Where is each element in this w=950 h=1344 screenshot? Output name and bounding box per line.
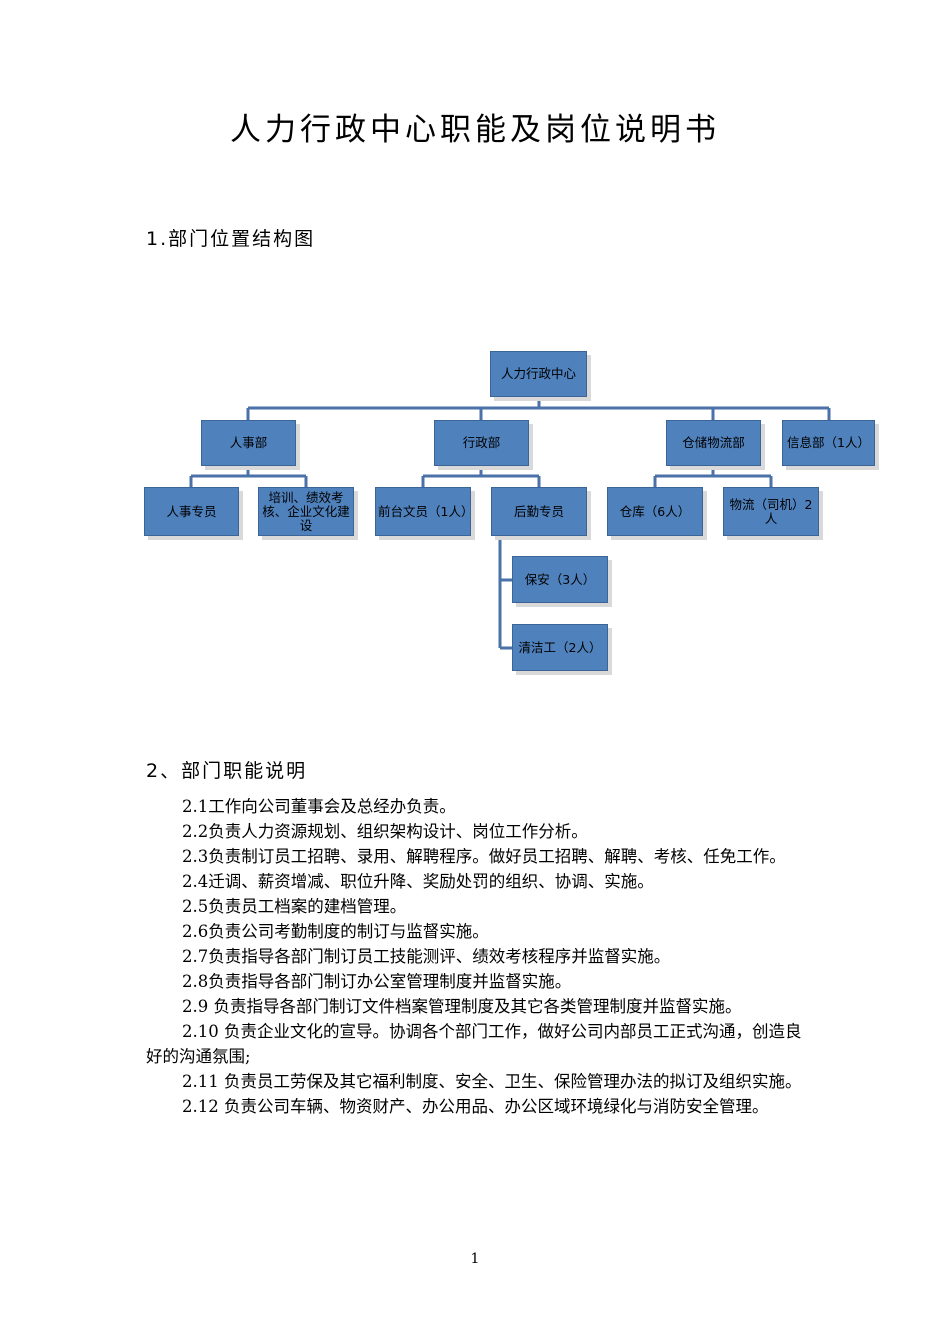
org-node-cleaner: 清洁工（2人） [512, 624, 608, 671]
org-node-logistics: 后勤专员 [491, 487, 587, 536]
org-node-training: 培训、绩效考核、企业文化建设 [258, 487, 354, 536]
function-item: 2.2负责人力资源规划、组织架构设计、岗位工作分析。 [182, 822, 588, 841]
page-number: 1 [470, 1251, 480, 1267]
function-item: 2.4迁调、薪资增减、职位升降、奖励处罚的组织、协调、实施。 [182, 872, 654, 891]
org-node-root: 人力行政中心 [490, 351, 587, 397]
document-title: 人力行政中心职能及岗位说明书 [230, 112, 720, 148]
function-item: 2.6负责公司考勤制度的制订与监督实施。 [182, 922, 489, 941]
function-list: 2.1工作向公司董事会及总经办负责。 2.2负责人力资源规划、组织架构设计、岗位… [146, 794, 808, 1119]
org-node-storage: 仓库（6人） [607, 487, 703, 536]
section-heading-functions: 2、部门职能说明 [146, 760, 308, 782]
function-item: 2.10 负责企业文化的宣导。协调各个部门工作，做好公司内部员工正式沟通，创造良… [146, 1022, 802, 1066]
function-item: 2.1工作向公司董事会及总经办负责。 [182, 797, 456, 816]
function-item: 2.5负责员工档案的建档管理。 [182, 897, 407, 916]
org-node-security: 保安（3人） [512, 556, 608, 603]
org-node-admin: 行政部 [434, 420, 529, 466]
function-item: 2.8负责指导各部门制订办公室管理制度并监督实施。 [182, 972, 572, 991]
org-node-info: 信息部（1人） [782, 420, 875, 466]
org-node-reception: 前台文员（1人） [375, 487, 473, 536]
org-node-driver: 物流（司机）2人 [723, 487, 819, 536]
org-node-hr-specialist: 人事专员 [144, 487, 239, 536]
section-heading-structure: 1.部门位置结构图 [146, 228, 316, 250]
function-item: 2.7负责指导各部门制订员工技能测评、绩效考核程序并监督实施。 [182, 947, 671, 966]
function-item: 2.11 负责员工劳保及其它福利制度、安全、卫生、保险管理办法的拟订及组织实施。 [182, 1072, 802, 1091]
function-item: 2.3负责制订员工招聘、录用、解聘程序。做好员工招聘、解聘、考核、任免工作。 [182, 847, 786, 866]
org-node-warehouse: 仓储物流部 [666, 420, 761, 466]
function-item: 2.12 负责公司车辆、物资财产、办公用品、办公区域环境绿化与消防安全管理。 [182, 1097, 769, 1116]
org-node-hr: 人事部 [201, 420, 296, 466]
function-item: 2.9 负责指导各部门制订文件档案管理制度及其它各类管理制度并监督实施。 [182, 997, 742, 1016]
